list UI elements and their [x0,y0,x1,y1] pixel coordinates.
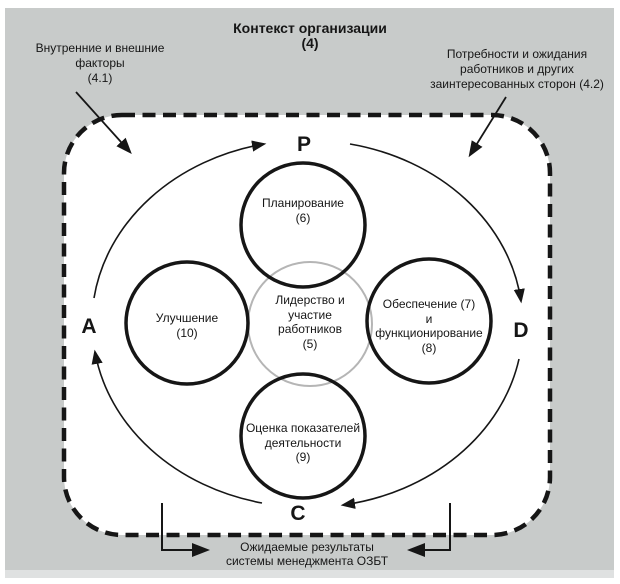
pdca-letter-act: A [77,314,101,340]
panel-bottom-shadow [5,570,614,578]
system-boundary-dashed-border [61,112,553,538]
caption-line: (10) [176,325,198,340]
caption-line: (8) [421,340,437,355]
caption-support-operation: Обеспечение (7) и функционирование (8) [344,297,514,355]
diagram-title: Контекст организации (4) [160,21,460,51]
caption-line: участие [288,307,332,322]
caption-line: и [425,311,433,326]
circle-planning [239,161,367,289]
label-expected-results: Ожидаемые результаты системы менеджмента… [207,540,407,568]
label-line: Ожидаемые результаты [240,540,374,554]
expected-results-left-bracket-arrow [161,503,210,557]
cycle-arc-do-to-check-arrow [340,358,520,509]
label-needs-expectations: Потребности и ожидания работников и друг… [417,47,617,92]
caption-line: (6) [295,210,311,225]
circle-improvement [124,260,250,386]
caption-leadership: Лидерство и участие работников (5) [225,293,395,351]
cycle-arc-plan-to-do-arrow [349,143,525,304]
label-internal-external-factors: Внутренние и внешние факторы (4.1) [10,41,190,86]
pdca-letter-do: D [509,318,533,344]
label-line: Потребности и ожидания [446,47,588,61]
caption-line: Лидерство и [275,293,345,307]
caption-line: (5) [302,336,318,351]
caption-line: деятельности [264,435,342,450]
label-line: работников и других [460,62,574,76]
internal-external-factors-arrow [75,91,132,155]
caption-line: Планирование [262,196,344,210]
expected-results-right-bracket-arrow [407,503,451,557]
caption-performance-evaluation: Оценка показателей деятельности (9) [218,421,388,465]
cycle-arc-act-to-plan-arrow [93,140,267,299]
needs-expectations-arrow [468,96,507,158]
caption-line: (9) [295,450,311,464]
title-line-1: Контекст организации [233,20,387,36]
caption-line: Обеспечение (7) [382,297,476,311]
label-line: факторы [75,56,125,70]
label-line: (4.1) [87,71,113,85]
label-line: Внутренние и внешние [35,41,165,55]
caption-line: функционирование [375,326,483,340]
title-line-2: (4) [301,35,319,51]
caption-line: работников [278,322,342,336]
pdca-letter-plan: P [292,132,316,158]
label-line: заинтересованных сторон (4.2) [430,77,604,91]
pdca-letter-check: C [286,501,310,527]
circle-support-operation [365,257,493,385]
caption-planning: Планирование (6) [218,196,388,225]
circle-performance-evaluation [239,372,367,500]
cycle-arc-check-to-act-arrow [91,349,263,504]
caption-improvement: Улучшение (10) [102,311,272,340]
label-line: системы менеджмента ОЗБТ [225,554,389,568]
caption-line: Оценка показателей [245,421,361,435]
caption-line: Улучшение [155,311,219,325]
